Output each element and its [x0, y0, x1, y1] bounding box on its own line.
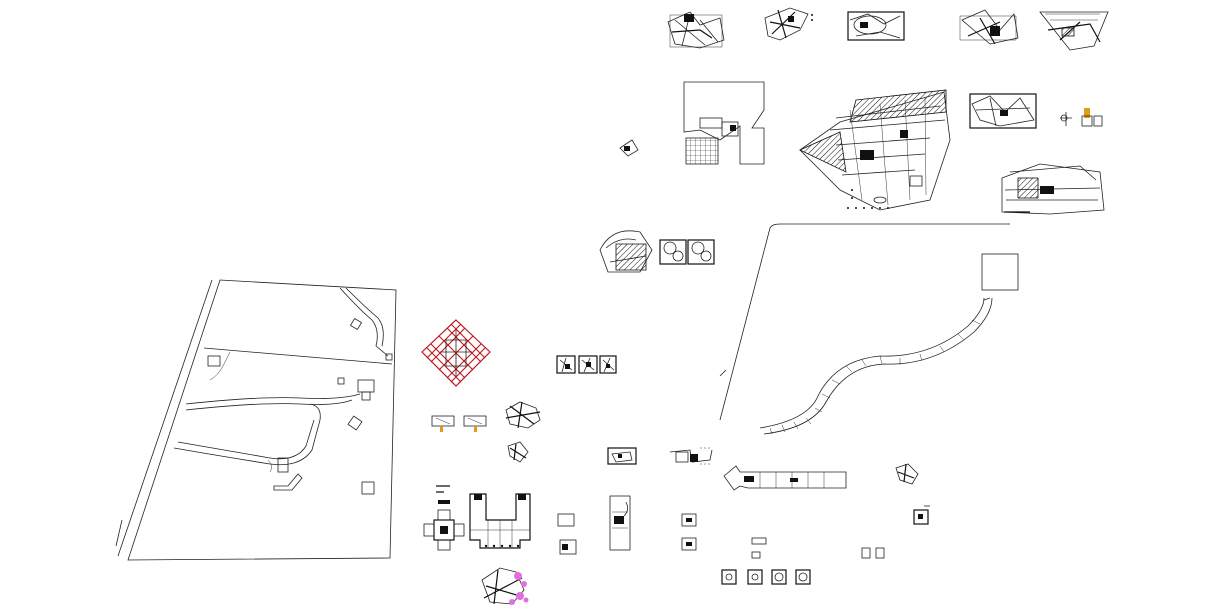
small-box-plan: [913, 505, 930, 525]
plan-sketch-top-4: [959, 9, 1019, 45]
site-plan-rectangular: [683, 81, 765, 165]
three-small-plans: [556, 355, 617, 374]
plan-sketch-right-2: [1001, 163, 1105, 215]
plan-sketch-top-1: [667, 11, 725, 49]
organic-sketch-1: [505, 401, 541, 429]
cross-plan: [423, 485, 465, 551]
square-tiles-row: [721, 569, 811, 585]
long-building-plan: [469, 493, 531, 549]
organic-sketch-2: [507, 441, 529, 463]
red-diamond-grid-plan: [421, 319, 491, 387]
plan-sketch-right-1: [969, 93, 1037, 129]
small-detail-left: [619, 139, 639, 157]
curved-pathway: [759, 297, 993, 435]
long-strip-plan: [723, 465, 847, 491]
tiny-plans-stack: [557, 513, 577, 555]
organic-sketch-3: [895, 463, 919, 485]
small-plans-cluster: [681, 513, 885, 559]
curved-plan-sketch: [599, 230, 653, 273]
plan-small-center-1: [607, 447, 637, 465]
plan-small-center-2: [669, 447, 713, 465]
tall-narrow-plan: [609, 495, 631, 551]
plan-sketch-top-2: [764, 7, 813, 41]
detail-orange-fixture: [1060, 108, 1103, 127]
left-site-plan: [115, 279, 397, 561]
terrain-boundary: [719, 223, 1019, 421]
fixture-pair-orange: [431, 415, 487, 432]
plan-sketch-top-3: [847, 11, 905, 41]
pink-planting-sketch: [481, 567, 529, 605]
plan-sketch-top-5: [1039, 11, 1109, 51]
large-building-plan: [799, 89, 951, 211]
twin-round-plans: [659, 239, 715, 265]
